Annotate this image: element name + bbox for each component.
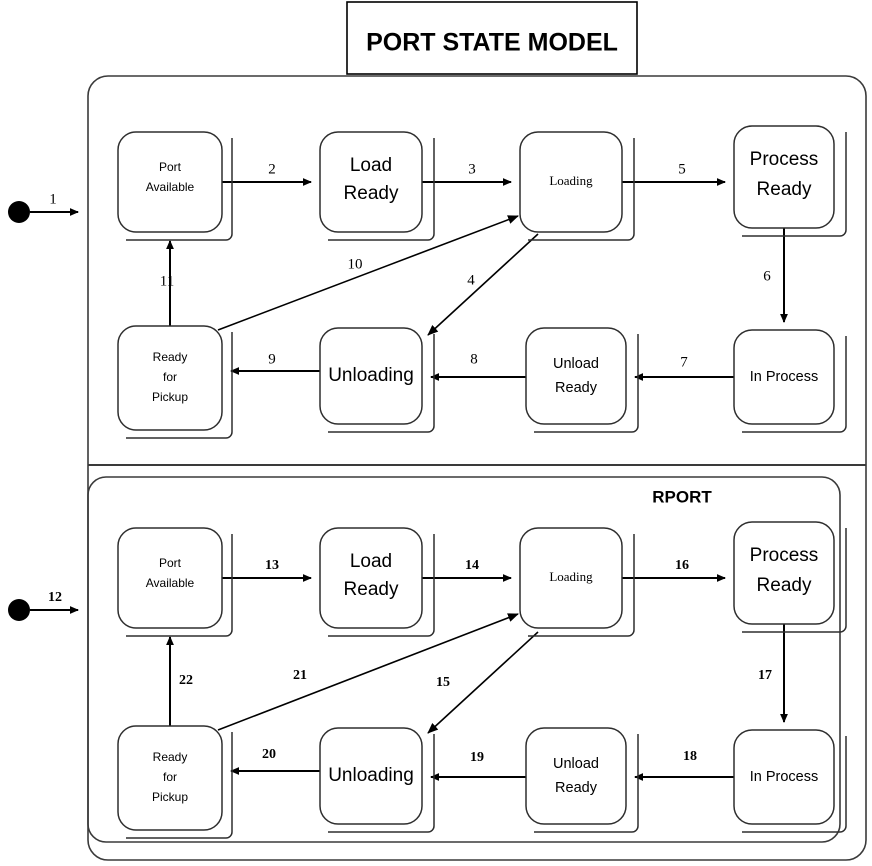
state-label-line: Ready bbox=[153, 750, 188, 764]
transition-label-15: 15 bbox=[436, 675, 450, 690]
state-label-line: Ready bbox=[555, 380, 598, 396]
transition-label-1: 1 bbox=[49, 191, 57, 207]
state-node-port-available[interactable]: Port Available bbox=[117, 131, 233, 241]
state-label-line: Available bbox=[146, 576, 195, 590]
state-node-r-ready-for-pickup[interactable]: Ready for Pickup bbox=[117, 725, 233, 839]
transition-label-21: 21 bbox=[293, 668, 307, 683]
state-label-line: Ready bbox=[344, 579, 399, 600]
start-node-port bbox=[8, 201, 30, 223]
state-label-line: Unloading bbox=[328, 765, 414, 786]
rport-inner-container bbox=[87, 476, 841, 843]
transition-label-13: 13 bbox=[265, 558, 279, 573]
transition-label-22: 22 bbox=[179, 673, 193, 688]
transition-label-5: 5 bbox=[678, 161, 686, 177]
transition-label-2: 2 bbox=[268, 161, 276, 177]
state-label-line: Pickup bbox=[152, 790, 188, 804]
state-node-r-loading[interactable]: Loading bbox=[519, 527, 635, 637]
state-label-line: Loading bbox=[549, 173, 593, 188]
state-label-line: Available bbox=[146, 180, 195, 194]
transition-label-3: 3 bbox=[468, 161, 476, 177]
state-node-r-unloading[interactable]: Unloading bbox=[319, 727, 435, 833]
transition-15-line bbox=[427, 631, 539, 734]
state-label-line: Load bbox=[350, 551, 392, 572]
state-node-r-unload-ready[interactable]: Unload Ready bbox=[525, 727, 639, 833]
state-label-line: Pickup bbox=[152, 390, 188, 404]
start-node-rport bbox=[8, 599, 30, 621]
transition-label-16: 16 bbox=[675, 558, 689, 573]
transition-label-6: 6 bbox=[763, 268, 771, 284]
transition-label-17: 17 bbox=[758, 668, 772, 683]
transition-10-line bbox=[217, 215, 519, 331]
transition-label-8: 8 bbox=[470, 351, 478, 367]
transition-label-11: 11 bbox=[160, 273, 174, 289]
state-label-line: for bbox=[163, 370, 177, 384]
transition-label-7: 7 bbox=[680, 354, 688, 370]
state-label-line: Ready bbox=[757, 179, 812, 200]
state-label-line: Ready bbox=[344, 183, 399, 204]
state-label-line: Port bbox=[159, 556, 182, 570]
state-node-in-process[interactable]: In Process bbox=[733, 329, 847, 433]
state-label-line: Ready bbox=[153, 350, 188, 364]
state-label-line: Process bbox=[750, 149, 819, 170]
title-box bbox=[346, 1, 638, 75]
transition-label-12: 12 bbox=[48, 590, 62, 605]
state-node-ready-for-pickup[interactable]: Ready for Pickup bbox=[117, 325, 233, 439]
state-node-r-load-ready[interactable]: Load Ready bbox=[319, 527, 435, 637]
transition-21-line bbox=[217, 613, 519, 731]
transition-label-18: 18 bbox=[683, 749, 697, 764]
page-title: PORT STATE MODEL bbox=[366, 29, 618, 57]
state-label-line: Unload bbox=[553, 756, 599, 772]
transition-label-10: 10 bbox=[348, 256, 363, 272]
transition-label-9: 9 bbox=[268, 351, 276, 367]
state-node-r-process-ready[interactable]: Process Ready bbox=[733, 521, 847, 633]
outer-container bbox=[87, 75, 867, 861]
state-label-line: Unload bbox=[553, 356, 599, 372]
transition-label-4: 4 bbox=[467, 272, 475, 288]
state-label-line: Unloading bbox=[328, 365, 414, 386]
state-node-loading[interactable]: Loading bbox=[519, 131, 635, 241]
section-label-rport: RPORT bbox=[652, 487, 712, 506]
state-node-r-in-process[interactable]: In Process bbox=[733, 729, 847, 833]
transition-label-20: 20 bbox=[262, 747, 276, 762]
state-label-line: In Process bbox=[750, 769, 819, 785]
state-label-line: for bbox=[163, 770, 177, 784]
state-label-line: Process bbox=[750, 545, 819, 566]
transition-label-14: 14 bbox=[465, 558, 479, 573]
state-label-line: Loading bbox=[549, 569, 593, 584]
state-label-line: Ready bbox=[555, 780, 598, 796]
state-label-line: Port bbox=[159, 160, 182, 174]
transition-label-19: 19 bbox=[470, 750, 484, 765]
state-node-r-port-available[interactable]: Port Available bbox=[117, 527, 233, 637]
state-node-unloading[interactable]: Unloading bbox=[319, 327, 435, 433]
state-node-load-ready[interactable]: Load Ready bbox=[319, 131, 435, 241]
state-label-line: Ready bbox=[757, 575, 812, 596]
state-node-unload-ready[interactable]: Unload Ready bbox=[525, 327, 639, 433]
state-label-line: In Process bbox=[750, 369, 819, 385]
state-node-process-ready[interactable]: Process Ready bbox=[733, 125, 847, 237]
state-label-line: Load bbox=[350, 155, 392, 176]
transition-4-line bbox=[427, 233, 539, 336]
